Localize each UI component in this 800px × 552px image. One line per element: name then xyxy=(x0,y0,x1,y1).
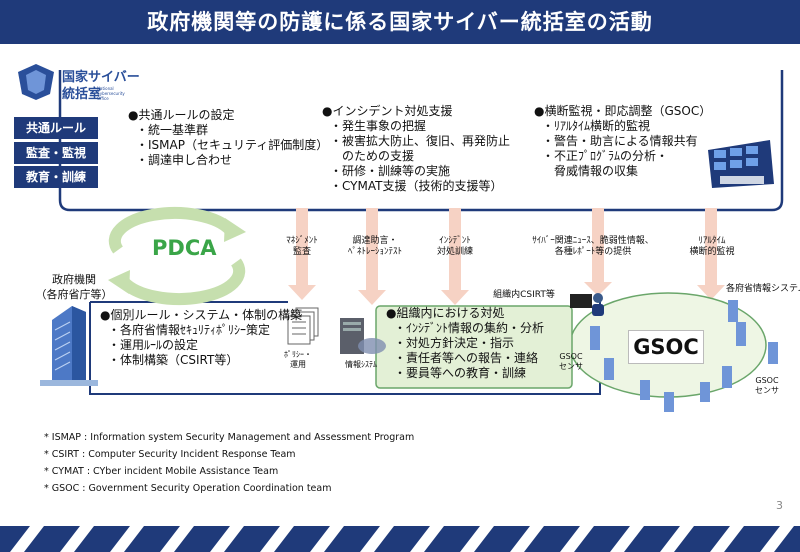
pdca-arrow-bottom xyxy=(119,258,246,306)
col2-item: のための支援 xyxy=(330,149,415,163)
footnote-ismap: * ISMAP : Information system Security Ma… xyxy=(44,432,415,443)
col3-item: ・警告・助言による情報共有 xyxy=(542,134,698,148)
gsoc-logo: GSOC xyxy=(628,330,704,364)
col2-item: ・研修・訓練等の実施 xyxy=(330,164,451,178)
col1-heading: ●共通ルールの設定 xyxy=(128,108,235,122)
col3-heading: ●横断監視・即応調整（GSOC） xyxy=(534,104,712,118)
logo-title: 国家サイバー xyxy=(62,70,140,85)
col2-item: ・発生事象の把握 xyxy=(330,119,427,133)
arrow-label-pentest: 調達助言・ﾍﾟﾈﾄﾚｰｼｮﾝﾃｽﾄ xyxy=(347,236,402,257)
arrow-label-incident-drill: ｲﾝｼﾃﾞﾝﾄ対処訓練 xyxy=(436,236,473,257)
pdca-label: PDCA xyxy=(152,236,217,260)
logo-emblem-icon xyxy=(18,64,54,100)
footnote-gsoc: * GSOC : Government Security Operation C… xyxy=(44,483,332,494)
inner-item: ・責任者等への報告・連絡 xyxy=(394,351,539,365)
inner-item: ・ｲﾝｼﾃﾞﾝﾄ情報の集約・分析 xyxy=(394,321,545,335)
upper-frame xyxy=(58,70,784,212)
policy-label: ﾎﾟﾘｼｰ・運用 xyxy=(284,350,312,369)
server-icon xyxy=(340,318,386,354)
csirt-label: 組織内CSIRT等 xyxy=(493,290,555,300)
col1-item: ・統一基準群 xyxy=(136,123,209,137)
arrows-down xyxy=(288,208,725,305)
side-label-audit: 監査・監視 xyxy=(14,142,98,164)
footnote-csirt: * CSIRT : Computer Security Incident Res… xyxy=(44,449,296,460)
agency-label: 政府機関（各府省庁等） xyxy=(35,273,113,301)
page-title: 政府機関等の防護に係る国家サイバー統括室の活動 xyxy=(0,0,800,44)
building-icon xyxy=(40,306,98,386)
side-label-common-rules: 共通ルール xyxy=(14,117,98,139)
inner-heading: ●組織内における対処 xyxy=(386,306,505,320)
lower-left-item: ・運用ﾙｰﾙの設定 xyxy=(108,338,199,352)
col2-item: ・CYMAT支援（技術的支援等） xyxy=(330,179,503,193)
operator-icon xyxy=(570,293,604,316)
document-stack-icon xyxy=(287,307,319,345)
inner-item: ・対処方針決定・指示 xyxy=(394,336,515,350)
ministry-systems-label: 各府省情報システム xyxy=(726,284,800,294)
col2-item: ・被害拡大防止、復旧、再発防止 xyxy=(330,134,511,148)
col3-item: ・ﾘｱﾙﾀｲﾑ横断的監視 xyxy=(542,119,651,133)
footnote-cymat: * CYMAT : CYber incident Mobile Assistan… xyxy=(44,466,279,477)
ministry-buildings xyxy=(590,300,778,412)
col3-item: 脅威情報の収集 xyxy=(542,164,639,178)
lower-left-heading: ●個別ルール・システム・体制の構築 xyxy=(100,308,303,322)
logo-subtitle: 統括室 xyxy=(62,87,102,102)
col2-heading: ●インシデント対処支援 xyxy=(322,104,453,118)
side-label-training: 教育・訓練 xyxy=(14,166,98,188)
col1-item: ・調達申し合わせ xyxy=(136,153,233,167)
inner-item: ・要員等への教育・訓練 xyxy=(394,366,527,380)
arrow-label-info-provision: ｻｲﾊﾞｰ関連ﾆｭｰｽ、脆弱性情報、各種ﾚﾎﾟｰﾄ等の提供 xyxy=(532,236,654,257)
page-number: 3 xyxy=(776,499,783,512)
pdca-arrow-top xyxy=(108,206,235,254)
col3-item: ・不正ﾌﾟﾛｸﾞﾗﾑの分析・ xyxy=(542,149,669,163)
arrow-label-management-audit: ﾏﾈｼﾞﾒﾝﾄ監査 xyxy=(286,236,318,257)
logo-english: National Cybersecurity Office xyxy=(97,86,125,101)
col1-item: ・ISMAP（セキュリティ評価制度） xyxy=(136,138,329,152)
control-room-icon xyxy=(708,140,774,188)
lower-left-item: ・体制構築（CSIRT等） xyxy=(108,353,239,367)
arrow-label-realtime-monitoring: ﾘｱﾙﾀｲﾑ横断的監視 xyxy=(689,236,735,257)
system-label: 情報ｼｽﾃﾑ xyxy=(345,360,377,369)
lower-left-item: ・各府省情報ｾｷｭﾘﾃｨﾎﾟﾘｼｰ策定 xyxy=(108,323,271,337)
